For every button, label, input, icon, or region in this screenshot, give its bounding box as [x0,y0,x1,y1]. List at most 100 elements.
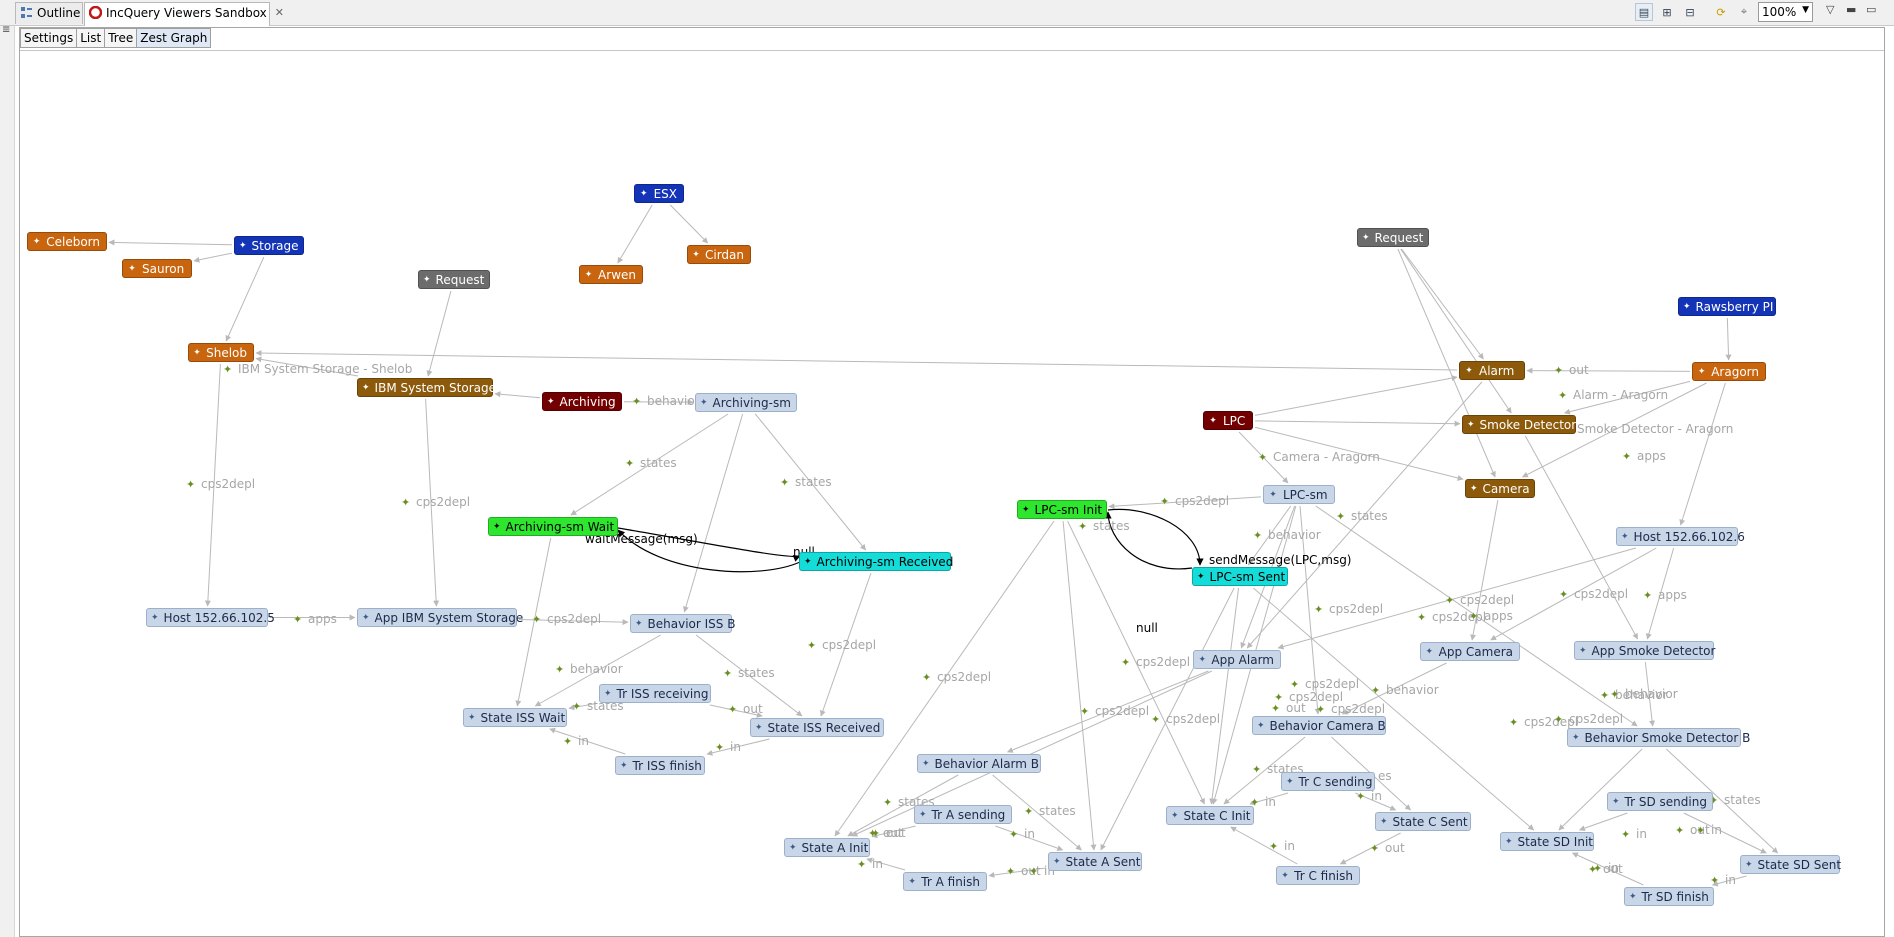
graph-node-behalarm[interactable]: ✦Behavior Alarm B [917,754,1041,773]
graph-node-behsmoke[interactable]: ✦Behavior Smoke Detector B [1567,728,1750,747]
edge-label: states [738,666,775,680]
graph-node-celeborn[interactable]: ✦Celeborn [27,232,107,251]
node-icon: ✦ [1621,531,1629,542]
node-label: Behavior Camera B [1269,718,1386,733]
graph-node-stcinit[interactable]: ✦State C Init [1166,806,1254,825]
graph-node-behcam[interactable]: ✦Behavior Camera B [1252,716,1386,735]
graph-edge [255,356,359,377]
maximize-icon[interactable]: ▭ [1866,3,1877,16]
graph-node-shelob[interactable]: ✦Shelob [188,343,254,362]
pin-icon[interactable]: ⌖ [1740,5,1748,18]
graph-node-trissrecv[interactable]: ✦Tr ISS receiving [599,684,711,703]
close-icon[interactable]: ✕ [274,6,284,19]
minimize-icon[interactable]: ▬ [1846,3,1857,16]
graph-node-archivingsm[interactable]: ✦Archiving-sm [695,393,797,412]
graph-node-appalarm[interactable]: ✦App Alarm [1193,650,1281,669]
graph-node-lpcinit[interactable]: ✦LPC-sm Init [1017,500,1107,519]
graph-node-trissfin[interactable]: ✦Tr ISS finish [615,756,705,775]
graph-node-archrecv[interactable]: ✦Archiving-sm Received [799,552,953,571]
edge-label: cps2depl [1175,494,1229,508]
edge-label: cps2depl [201,477,255,491]
graph-node-host5[interactable]: ✦Host 152.66.102.5 [146,608,275,627]
edge-label: cps2depl [822,638,876,652]
graph-node-lpcsent[interactable]: ✦LPC-sm Sent [1192,567,1288,586]
graph-node-stsdsent[interactable]: ✦ State SD Sent [1740,855,1842,874]
node-icon: ✦ [1745,859,1753,870]
node-label: App Smoke Detector [1591,643,1716,658]
graph-canvas[interactable] [20,50,1884,936]
graph-edge [669,204,709,244]
node-icon: ✦ [128,263,136,274]
graph-node-request2[interactable]: ✦Request [1357,228,1429,247]
node-label: State SD Sent [1757,857,1842,872]
edge-label: cps2depl [1305,677,1359,691]
edge-label: out [886,826,906,840]
tab-outline[interactable]: Outline [15,2,83,24]
zoom-select[interactable]: 100% ▼ [1758,2,1813,22]
edge-label-icon: ✦ [1258,451,1267,464]
graph-node-appibm[interactable]: ✦App IBM System Storage [357,608,523,627]
graph-node-trsdsend[interactable]: ✦Tr SD sending [1607,792,1713,811]
graph-node-lpc[interactable]: ✦LPC [1203,411,1253,430]
graph-edge [706,738,770,756]
node-icon: ✦ [1022,504,1030,515]
collapse-icon[interactable]: ⊟ [1685,5,1695,19]
graph-node-stainit[interactable]: ✦State A Init [784,838,870,857]
graph-node-ibmstorage[interactable]: ✦IBM System Storage [357,378,496,397]
edge-label-icon: ✦ [632,395,641,408]
graph-node-archwait[interactable]: ✦Archiving-sm Wait [488,517,618,536]
graph-node-stasent[interactable]: ✦State A Sent [1048,852,1142,871]
tab-settings[interactable]: Settings [20,28,78,48]
tab-incquery-viewers-sandbox[interactable]: IncQuery Viewers Sandbox ✕ [84,2,284,26]
graph-node-host6[interactable]: ✦Host 152.66.102.6 [1616,527,1745,546]
graph-node-trsdfin[interactable]: ✦Tr SD finish [1624,887,1714,906]
graph-node-behiss[interactable]: ✦Behavior ISS B [630,614,735,633]
graph-node-stcsent[interactable]: ✦State C Sent [1375,812,1471,831]
graph-node-trasend[interactable]: ✦Tr A sending [914,805,1012,824]
tab-zest-graph[interactable]: Zest Graph [136,28,212,48]
edge-label-icon: ✦ [1024,805,1033,818]
refresh-icon[interactable]: ⟳ [1716,5,1726,19]
expand-icon[interactable]: ⊞ [1662,5,1672,19]
edge-label-icon: ✦ [1250,796,1259,809]
graph-node-sauron[interactable]: ✦Sauron [122,259,192,278]
graph-edge [683,413,744,613]
graph-node-trcsend[interactable]: ✦Tr C sending [1281,772,1375,791]
edge-label-icon: ✦ [293,613,302,626]
graph-node-rawsberry[interactable]: ✦Rawsberry PI [1678,297,1776,316]
graph-node-tracfin[interactable]: ✦Tr A finish [903,872,987,891]
graph-node-stsdinit[interactable]: ✦State SD Init [1500,832,1594,851]
graph-node-alarm[interactable]: ✦Alarm [1459,361,1525,380]
graph-node-storage[interactable]: ✦Storage [234,236,304,255]
graph-node-lpcsm[interactable]: ✦LPC-sm [1263,485,1335,504]
graph-node-appsmoke[interactable]: ✦ App Smoke Detector [1574,641,1716,660]
graph-node-trcfin[interactable]: ✦Tr C finish [1276,866,1360,885]
edge-label-icon: ✦ [1336,510,1345,523]
graph-node-archiving[interactable]: ✦Archiving [542,392,622,411]
node-label: State C Sent [1392,814,1468,829]
graph-node-camera[interactable]: ✦Camera [1465,479,1535,498]
graph-node-request1[interactable]: ✦Request [418,270,490,289]
graph-node-appcamera[interactable]: ✦App Camera [1420,642,1520,661]
graph-node-esx[interactable]: ✦ESX [634,184,684,203]
graph-edge [1254,420,1461,427]
tab-tree[interactable]: Tree [104,28,138,48]
edge-label: behavior [1625,687,1678,701]
outline-view-icon[interactable]: ≣ [2,24,11,35]
edge-label: Camera - Aragorn [1273,450,1380,464]
edge-label-icon: ✦ [1509,716,1518,729]
graph-node-aragorn[interactable]: ✦Aragorn [1692,362,1766,381]
graph-node-stisswait[interactable]: ✦State ISS Wait [463,708,567,727]
graph-view [19,27,1885,937]
edge-label-icon: ✦ [883,796,892,809]
view-menu-icon[interactable]: ▽ [1826,3,1835,16]
graph-node-stissrecv[interactable]: ✦State ISS Received [750,718,884,737]
graph-node-arwen[interactable]: ✦Arwen [579,265,643,284]
graph-node-cirdan[interactable]: ✦Cirdan [687,245,751,264]
node-icon: ✦ [908,876,916,887]
node-icon: ✦ [1209,415,1217,426]
node-icon: ✦ [1579,645,1587,656]
layout-horizontal-icon[interactable]: ▤ [1635,3,1653,21]
graph-node-smokedet[interactable]: ✦Smoke Detector [1462,415,1576,434]
edge-label-icon: ✦ [922,671,931,684]
